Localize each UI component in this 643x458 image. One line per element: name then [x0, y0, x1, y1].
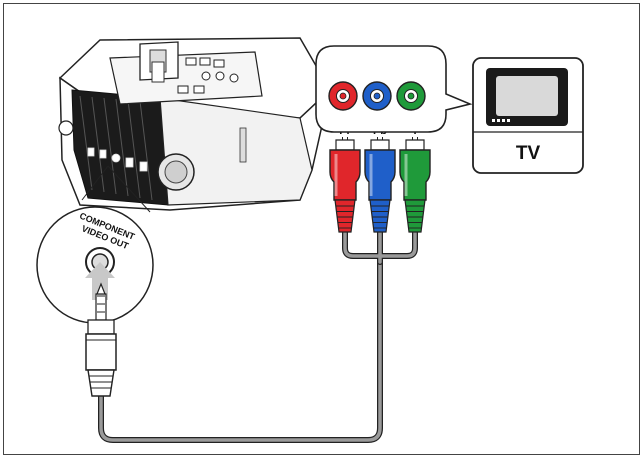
docking-speaker-device: [58, 37, 332, 211]
jack-callout: [315, 45, 473, 133]
rca-plug-pb: Pb: [364, 119, 396, 233]
rca-plug-y: Y: [399, 119, 431, 233]
jack-pb: [362, 81, 392, 111]
rca-plug-pr: Pr: [329, 119, 361, 233]
jack-pr: [328, 81, 358, 111]
rca-plugs: PrPbY: [329, 119, 431, 233]
av-cable: [98, 227, 418, 443]
tv-icon: [486, 68, 568, 126]
jack-y: [396, 81, 426, 111]
jack-circles: [328, 81, 426, 111]
tv-label: TV: [516, 143, 541, 164]
mini-plug-connector: [85, 282, 117, 397]
diagram-frame: [3, 3, 640, 455]
insert-arrow-icon: [85, 262, 115, 300]
